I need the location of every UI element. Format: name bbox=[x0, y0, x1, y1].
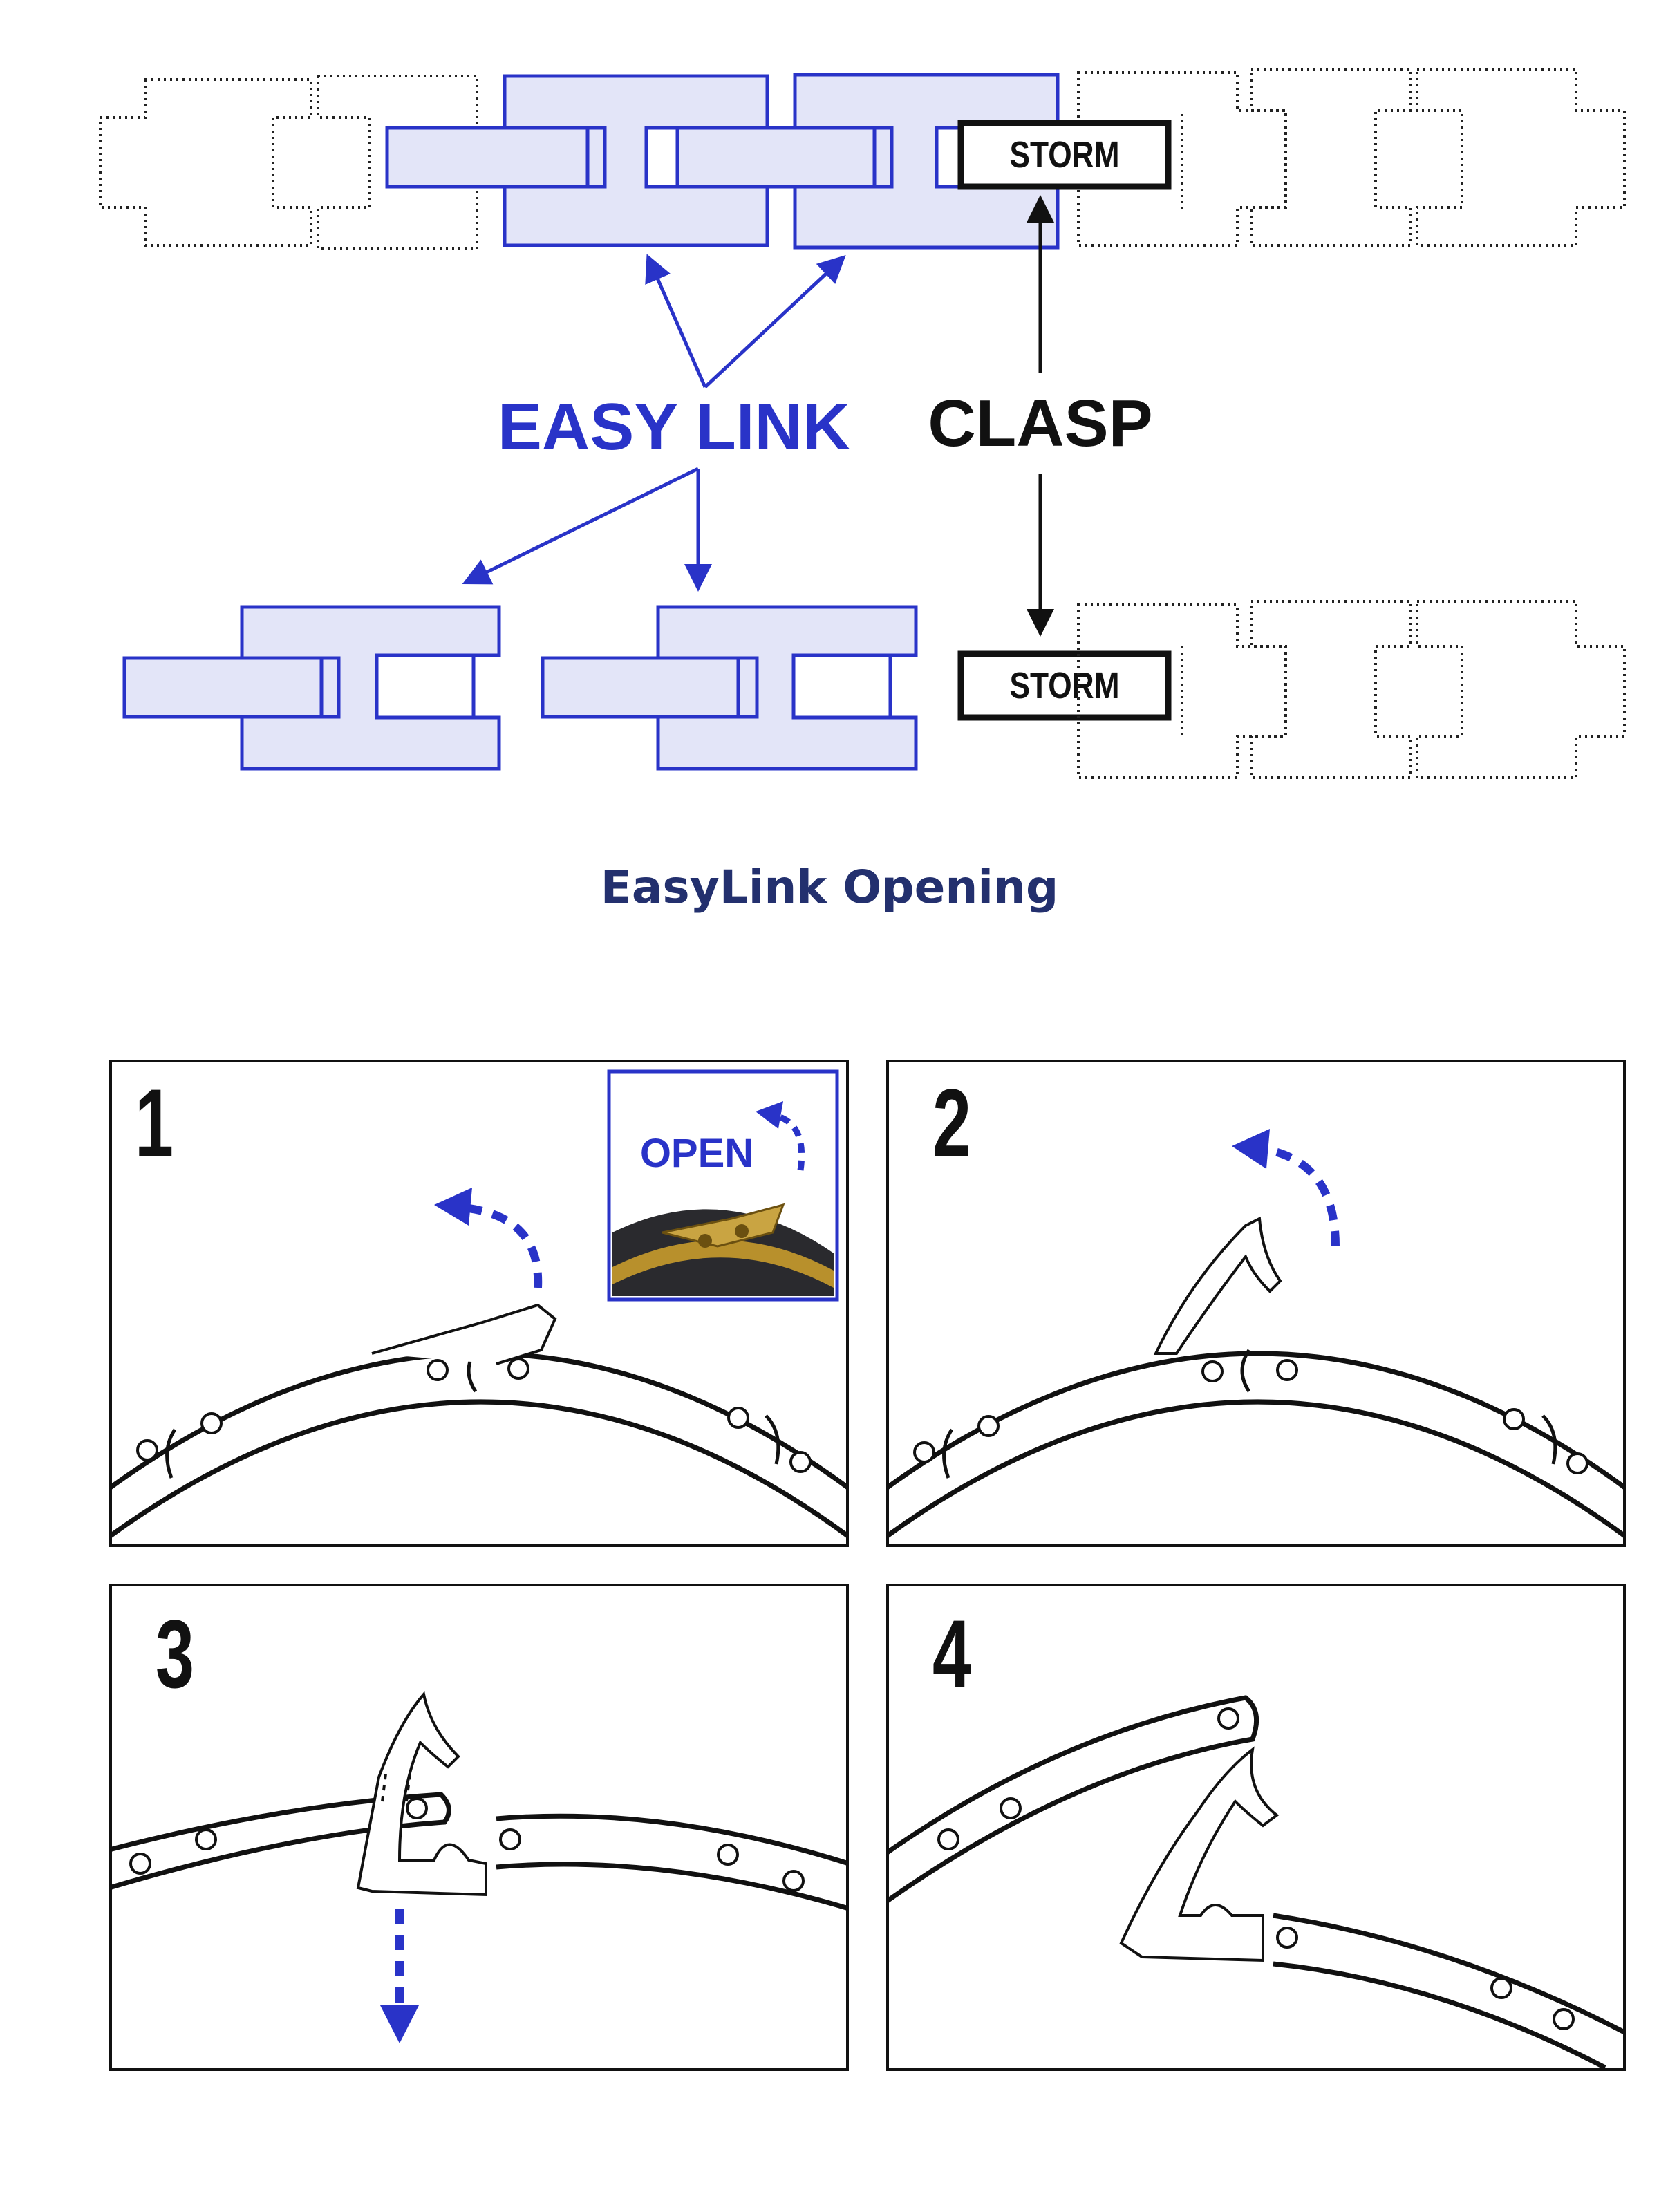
easy-link-lever-3 bbox=[356, 1691, 487, 1897]
dotted-link-top-right-2 bbox=[1250, 68, 1412, 247]
easy-link-lever-4 bbox=[1119, 1746, 1280, 1962]
step-number-2: 2 bbox=[932, 1069, 971, 1177]
step-panel-2: 2 bbox=[886, 1060, 1626, 1547]
section-title: EasyLink Opening bbox=[600, 861, 1059, 914]
open-inset: OPEN bbox=[607, 1069, 839, 1302]
easy-link-bottom-1 bbox=[122, 605, 501, 771]
clasp-brand-label-top: STORM bbox=[1009, 134, 1119, 176]
clasp-brand-label-bottom: STORM bbox=[1009, 665, 1119, 706]
step-panel-1: 1 OPEN bbox=[109, 1060, 849, 1547]
open-arrow-1 bbox=[434, 1188, 543, 1288]
inset-open-label: OPEN bbox=[640, 1131, 753, 1176]
clasp-label: CLASP bbox=[928, 386, 1152, 460]
clasp-bottom: STORM bbox=[957, 650, 1172, 721]
step-panel-4: 4 bbox=[886, 1584, 1626, 2071]
bracelet-left-3 bbox=[109, 1792, 451, 1891]
step-number-1: 1 bbox=[135, 1069, 174, 1177]
pull-down-arrow-3 bbox=[380, 1909, 419, 2043]
open-arrow-2 bbox=[1232, 1129, 1340, 1247]
easy-link-lever-2 bbox=[1153, 1216, 1282, 1355]
step-panel-3: 3 bbox=[109, 1584, 849, 2071]
clasp-top: STORM bbox=[957, 120, 1172, 190]
dotted-link-bottom-right-1 bbox=[1077, 603, 1287, 779]
bracelet-pins-1 bbox=[136, 1358, 812, 1473]
easy-link-top-1 bbox=[385, 74, 769, 247]
step-number-4: 4 bbox=[932, 1600, 971, 1708]
dotted-link-top-left-1 bbox=[99, 78, 312, 247]
link-joints-2 bbox=[942, 1349, 1557, 1479]
easy-link-label: EASY LINK bbox=[498, 390, 850, 464]
bracelet-pins-2 bbox=[913, 1359, 1588, 1474]
dotted-link-bottom-right-2 bbox=[1250, 600, 1412, 779]
bracelet-right-3 bbox=[496, 1813, 849, 1911]
bracelet-upper-4 bbox=[886, 1695, 1259, 1904]
step-number-3: 3 bbox=[156, 1600, 194, 1708]
easy-link-bottom-2 bbox=[541, 605, 918, 771]
bracelet-link-diagram: STORM EASY LINK CLASP STORM bbox=[99, 68, 1626, 779]
dotted-link-bottom-right-3 bbox=[1416, 600, 1626, 779]
dotted-link-top-left-2 bbox=[317, 75, 478, 250]
dotted-link-top-right-3 bbox=[1416, 68, 1626, 247]
bracelet-lower-4 bbox=[1273, 1913, 1626, 2070]
easy-link-arrows bbox=[462, 254, 846, 592]
easy-link-lever-1 bbox=[371, 1303, 557, 1365]
